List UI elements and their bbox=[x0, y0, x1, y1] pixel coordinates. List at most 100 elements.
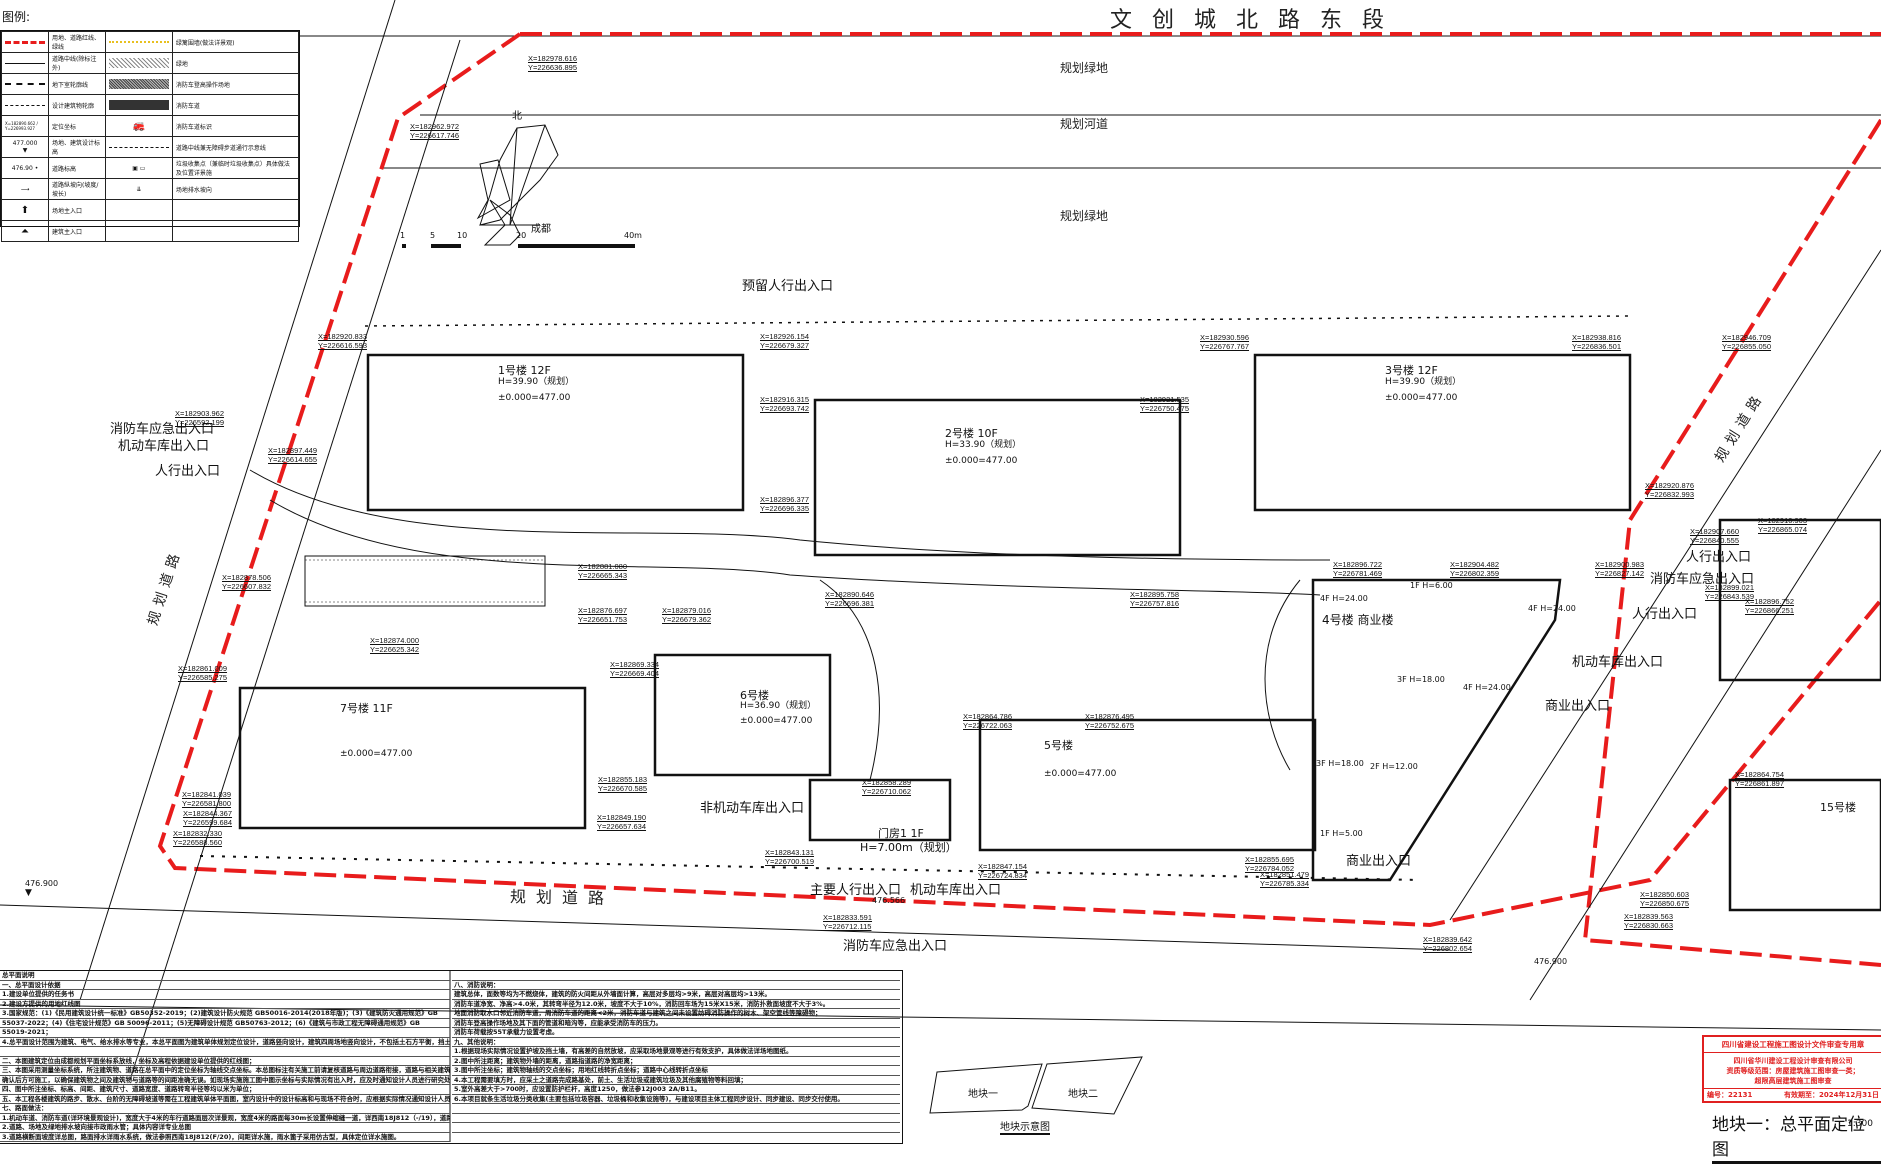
trash-bin-icon: ▣ ▭ bbox=[104, 157, 173, 179]
scale-bar bbox=[402, 244, 635, 248]
building-floor: 4F H=24.00 bbox=[1463, 683, 1511, 692]
dot-icon: • bbox=[34, 164, 39, 172]
entrance-label: 机动车库出入口 bbox=[1572, 655, 1664, 670]
note-line: 消防车登高操作场地及其下面的管道和暗沟等，应能承受消防车的压力。 bbox=[452, 1019, 900, 1028]
building-name: 2号楼 10F bbox=[945, 427, 998, 440]
elevation-triangle-icon: ▼ bbox=[22, 147, 28, 154]
legend-title: 图例: bbox=[2, 10, 31, 24]
note-line: 1.建设单位提供的任务书 bbox=[0, 990, 450, 1000]
building-outlines bbox=[238, 353, 1881, 912]
legend-label: 建筑主入口 bbox=[48, 220, 106, 242]
stamp-scope: 超限高层建筑施工图审查 bbox=[1754, 1077, 1832, 1085]
building-floor: 4F H=24.00 bbox=[1528, 604, 1576, 613]
note-line: 6.本项目就条生活垃圾分类收集(主要包括垃圾容器、垃圾桶和收集设施等)，与建设项… bbox=[452, 1095, 900, 1104]
note-line bbox=[0, 1047, 450, 1057]
entrance-label: 机动车库出入口 bbox=[910, 883, 1002, 898]
building-floor: 3F H=18.00 bbox=[1397, 675, 1445, 684]
entrance-label: 预留人行出入口 bbox=[742, 279, 834, 294]
elevation-triangle-icon: ▼ bbox=[25, 888, 32, 898]
note-line: 八、消防说明： bbox=[452, 981, 900, 990]
notes-left-column: 总平面说明 一、总平面设计依据 1.建设单位提供的任务书 2.建设方提供的用地红… bbox=[0, 971, 450, 1143]
note-line: 2.道路、场地及绿地排水坡向接市政雨水管；具体内容详专业总图 bbox=[0, 1123, 450, 1133]
note-line bbox=[452, 971, 900, 981]
building-name: 6号楼 bbox=[740, 689, 769, 702]
note-line: 总平面说明 bbox=[0, 971, 450, 981]
main-entrance-arrow-icon: ⬆ bbox=[1, 199, 49, 221]
note-line: 55019-2021； bbox=[0, 1028, 450, 1038]
note-line bbox=[452, 1123, 900, 1133]
elevation-label: 476.900 bbox=[1534, 957, 1568, 966]
elevation-label: 476.566 bbox=[872, 896, 906, 905]
drainage-arrow-icon: ⇊ bbox=[104, 178, 173, 200]
stamp-scope: 资质等级范围：房屋建筑施工图审查一类； bbox=[1726, 1067, 1860, 1075]
building-level: ±0.000=477.00 bbox=[740, 716, 813, 726]
scale-tick: 1 bbox=[400, 231, 406, 240]
note-line: 一、总平面设计依据 bbox=[0, 981, 450, 990]
building-height: H=36.90（规划） bbox=[740, 701, 817, 711]
note-line: 3.国家规范：(1)《民用建筑设计统一标准》GB50352-2019；(2)建筑… bbox=[0, 1009, 450, 1019]
building-name: 4号楼 商业楼 bbox=[1322, 613, 1394, 627]
building-name: 3号楼 12F bbox=[1385, 364, 1438, 377]
site-redline-west bbox=[157, 32, 1881, 928]
keymap-parcel-2 bbox=[1031, 1056, 1143, 1115]
entrance-label: 机动车库出入口 bbox=[118, 439, 210, 454]
keymap-parcel-1 bbox=[929, 1063, 1043, 1114]
entrance-label: 人行出入口 bbox=[1686, 550, 1752, 565]
building-level: ±0.000=477.00 bbox=[945, 456, 1018, 466]
stamp-company: 四川省华川建设工程设计审查有限公司 bbox=[1733, 1057, 1853, 1065]
building-floor: 1F H=5.00 bbox=[1320, 829, 1363, 838]
note-line: 3.图中所注坐标；建筑物轴线的交点坐标；用地红线转折点坐标；道路中心线转折点坐标 bbox=[452, 1066, 900, 1076]
legend-table: 用地、道路红线、绿线绿篱围墙(做法详景观) 道路中线(除标注外)绿地 地下室轮廓… bbox=[0, 30, 300, 242]
legend-label: 绿篱围墙(做法详景观) bbox=[171, 31, 300, 53]
note-line: 三、本图采用测量坐标系统，所注建筑物、道路在总平面中的定位坐标为轴线交点坐标。本… bbox=[0, 1066, 450, 1076]
entrance-label: 消防车应急出入口 bbox=[110, 422, 215, 437]
entrance-label: 商业出入口 bbox=[1346, 854, 1412, 869]
note-line: 消防车道净宽、净高>4.0米，其转弯半径为12.0米，坡度不大于10%，消防回车… bbox=[452, 1000, 900, 1009]
scale-tick: 10 bbox=[457, 231, 468, 240]
legend-sample: X=182890.662 / Y=226993.927 bbox=[1, 115, 49, 137]
legend-label: 道路中线(除标注外) bbox=[48, 52, 106, 74]
legend-label: 设计建筑物轮廓 bbox=[48, 94, 106, 116]
legend-label: 定位坐标 bbox=[48, 115, 106, 137]
entrance-label: 人行出入口 bbox=[155, 464, 221, 479]
entrance-label: 消防车应急出入口 bbox=[1650, 572, 1755, 587]
building-level: ±0.000=477.00 bbox=[1044, 769, 1117, 779]
note-line: 确认后方可施工，以确保建筑物之间及建筑物与道路等的间距准确无误。如现场实施施工图… bbox=[0, 1075, 450, 1085]
building-name: 1号楼 12F bbox=[498, 364, 551, 377]
building-level: ±0.000=477.00 bbox=[498, 393, 571, 403]
legend-label: 用地、道路红线、绿线 bbox=[48, 31, 106, 53]
wind-rose-icon bbox=[476, 124, 559, 246]
legend-label: 消防车登高操作场地 bbox=[171, 73, 300, 95]
legend-label: 场地、建筑设计标高 bbox=[48, 136, 106, 158]
building-floor: 4F H=24.00 bbox=[1320, 594, 1368, 603]
note-line bbox=[452, 1114, 900, 1123]
slope-arrow-icon: ⟶ bbox=[1, 178, 49, 200]
note-line: 55037-2022；(4)《住宅设计规范》GB 50096-2011；(5)无… bbox=[0, 1019, 450, 1028]
building-level: ±0.000=477.00 bbox=[1385, 393, 1458, 403]
building-name: 15号楼 bbox=[1820, 801, 1856, 814]
zone-label: 规划河道 bbox=[1060, 117, 1109, 131]
legend-label: 垃圾收集点（兼临时垃圾收集点）具体做法及位置详景施 bbox=[171, 157, 300, 179]
legend-label: 绿地 bbox=[171, 52, 300, 74]
note-line: 建筑总体，面数等均为不燃烧体，建筑的防火间距从外墙面计算，高层对多层均>9米，高… bbox=[452, 990, 900, 1000]
note-line: 3.道路横断面坡度详总图，路面排水详雨水系统，做法参照西南18J812(F/20… bbox=[0, 1133, 450, 1142]
